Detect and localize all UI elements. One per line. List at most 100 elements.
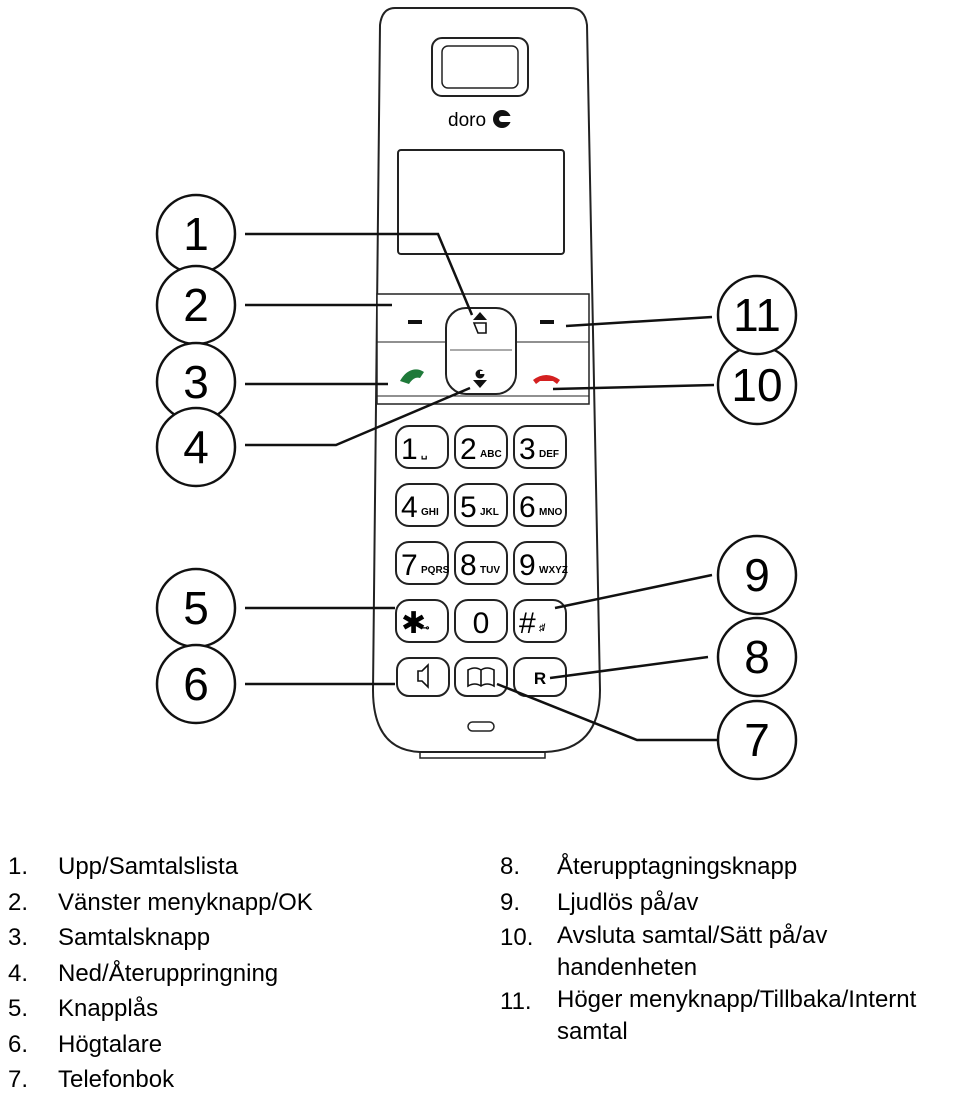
key-digit: 6 xyxy=(519,491,536,524)
callout-number: 11 xyxy=(733,289,781,341)
handset-bottom-rim xyxy=(419,752,546,759)
callout-3: 3 xyxy=(155,341,237,423)
right-menu-button[interactable] xyxy=(540,320,554,324)
brand-logo-icon xyxy=(493,110,511,128)
legend-item: 11.Höger menyknapp/Tillbaka/Internt samt… xyxy=(500,984,957,1048)
legend-item: 4. Ned/Återuppringning xyxy=(8,956,313,992)
end-call-icon[interactable] xyxy=(533,375,560,384)
key-digit: # xyxy=(519,607,536,640)
earpiece-inner xyxy=(441,45,519,89)
legend-item: 5.Knapplås xyxy=(8,991,313,1027)
legend-item: 1. Upp/Samtalslista xyxy=(8,849,313,885)
legend-number: 10. xyxy=(500,924,534,951)
legend-text: Återupptagningsknapp xyxy=(557,853,798,880)
key-1[interactable]: 1␣ xyxy=(395,425,449,469)
key-letters: ♯̸ xyxy=(539,622,546,634)
key-letters: JKL xyxy=(480,507,499,518)
key-10[interactable]: ✱⊸ xyxy=(395,599,449,643)
legend-number: 11. xyxy=(500,988,532,1015)
key-letters: WXYZ xyxy=(539,565,568,576)
legend-number: 7. xyxy=(8,1066,29,1093)
key-12[interactable]: #♯̸ xyxy=(513,599,567,643)
key-letters: ⊸ xyxy=(421,623,430,634)
callout-2: 2 xyxy=(155,264,237,346)
key-11[interactable]: 0 xyxy=(454,599,508,643)
brand-logo-text: doro xyxy=(448,110,486,131)
down-redial-icon[interactable] xyxy=(473,369,487,389)
callout-number: 3 xyxy=(183,356,209,408)
key-letters: DEF xyxy=(539,449,559,460)
r-key-label: R xyxy=(534,669,546,688)
callout-1: 1 xyxy=(155,193,237,275)
callout-number: 6 xyxy=(183,658,209,710)
legend-item: 9.Ljudlös på/av xyxy=(500,885,957,921)
key-letters: ABC xyxy=(480,449,502,460)
key-digit: 7 xyxy=(401,549,418,582)
key-letters: MNO xyxy=(539,507,563,518)
legend-number: 5. xyxy=(8,995,29,1022)
legend-item: 8. Återupptagningsknapp xyxy=(500,849,957,885)
speaker-icon xyxy=(417,663,429,689)
left-menu-button[interactable] xyxy=(408,320,422,324)
callout-number: 1 xyxy=(183,208,209,260)
callout-number: 9 xyxy=(744,549,770,601)
callout-8: 8 xyxy=(716,616,798,698)
key-digit: 4 xyxy=(401,491,418,524)
legend-item: 7. Telefonbok xyxy=(8,1062,313,1098)
speaker-button[interactable] xyxy=(396,657,450,697)
phonebook-button[interactable] xyxy=(454,657,508,697)
callout-lines xyxy=(245,232,718,742)
legend-item: 10. Avsluta samtal/Sätt på/av handenheten xyxy=(500,920,957,984)
callout-5: 5 xyxy=(155,567,237,649)
legend-text: Avsluta samtal/Sätt på/av handenheten xyxy=(557,922,828,981)
key-digit: 5 xyxy=(460,491,477,524)
legend-number: 1. xyxy=(8,853,29,880)
legend-number: 6. xyxy=(8,1030,29,1058)
call-icon[interactable] xyxy=(400,369,424,384)
callout-4: 4 xyxy=(155,406,237,488)
legend-number: 8. xyxy=(500,853,521,880)
phonebook-icon xyxy=(467,667,495,688)
legend-item: 6.Högtalare xyxy=(8,1027,313,1063)
callout-7: 7 xyxy=(716,699,798,781)
legend-number: 2. xyxy=(8,888,29,916)
callout-number: 7 xyxy=(744,714,770,766)
callout-number: 5 xyxy=(183,582,209,634)
legend-number: 3. xyxy=(8,924,29,951)
legend-left: 1. Upp/Samtalslista 2. Vänster menyknapp/OK… xyxy=(8,849,313,1098)
key-letters: PQRS xyxy=(421,565,450,576)
up-call-log-icon[interactable] xyxy=(472,312,487,334)
key-letters: GHI xyxy=(421,507,439,518)
callout-number: 10 xyxy=(731,359,782,411)
r-button[interactable]: R xyxy=(513,657,567,697)
callout-number: 8 xyxy=(744,631,770,683)
key-digit: 1 xyxy=(401,433,418,466)
legend-text: Upp/Samtalslista xyxy=(58,853,239,880)
legend-text: Vänster menyknapp/OK xyxy=(58,888,313,916)
navigation-key[interactable] xyxy=(445,307,517,395)
legend-number: 9. xyxy=(500,888,521,916)
legend-text: Samtalsknapp xyxy=(58,924,211,951)
callout-9: 9 xyxy=(716,534,798,616)
legend-item: 2. Vänster menyknapp/OK xyxy=(8,885,313,921)
callout-10: 10 xyxy=(716,344,798,426)
key-digit: ✱ xyxy=(401,607,426,640)
legend-text: Ned/Återuppringning xyxy=(58,959,279,987)
legend-text: Telefonbok xyxy=(58,1066,175,1093)
callout-number: 4 xyxy=(183,421,209,473)
display-screen xyxy=(397,149,565,255)
key-digit: 2 xyxy=(460,433,477,466)
legend-number: 4. xyxy=(8,959,29,987)
key-letters: ␣ xyxy=(421,449,427,460)
